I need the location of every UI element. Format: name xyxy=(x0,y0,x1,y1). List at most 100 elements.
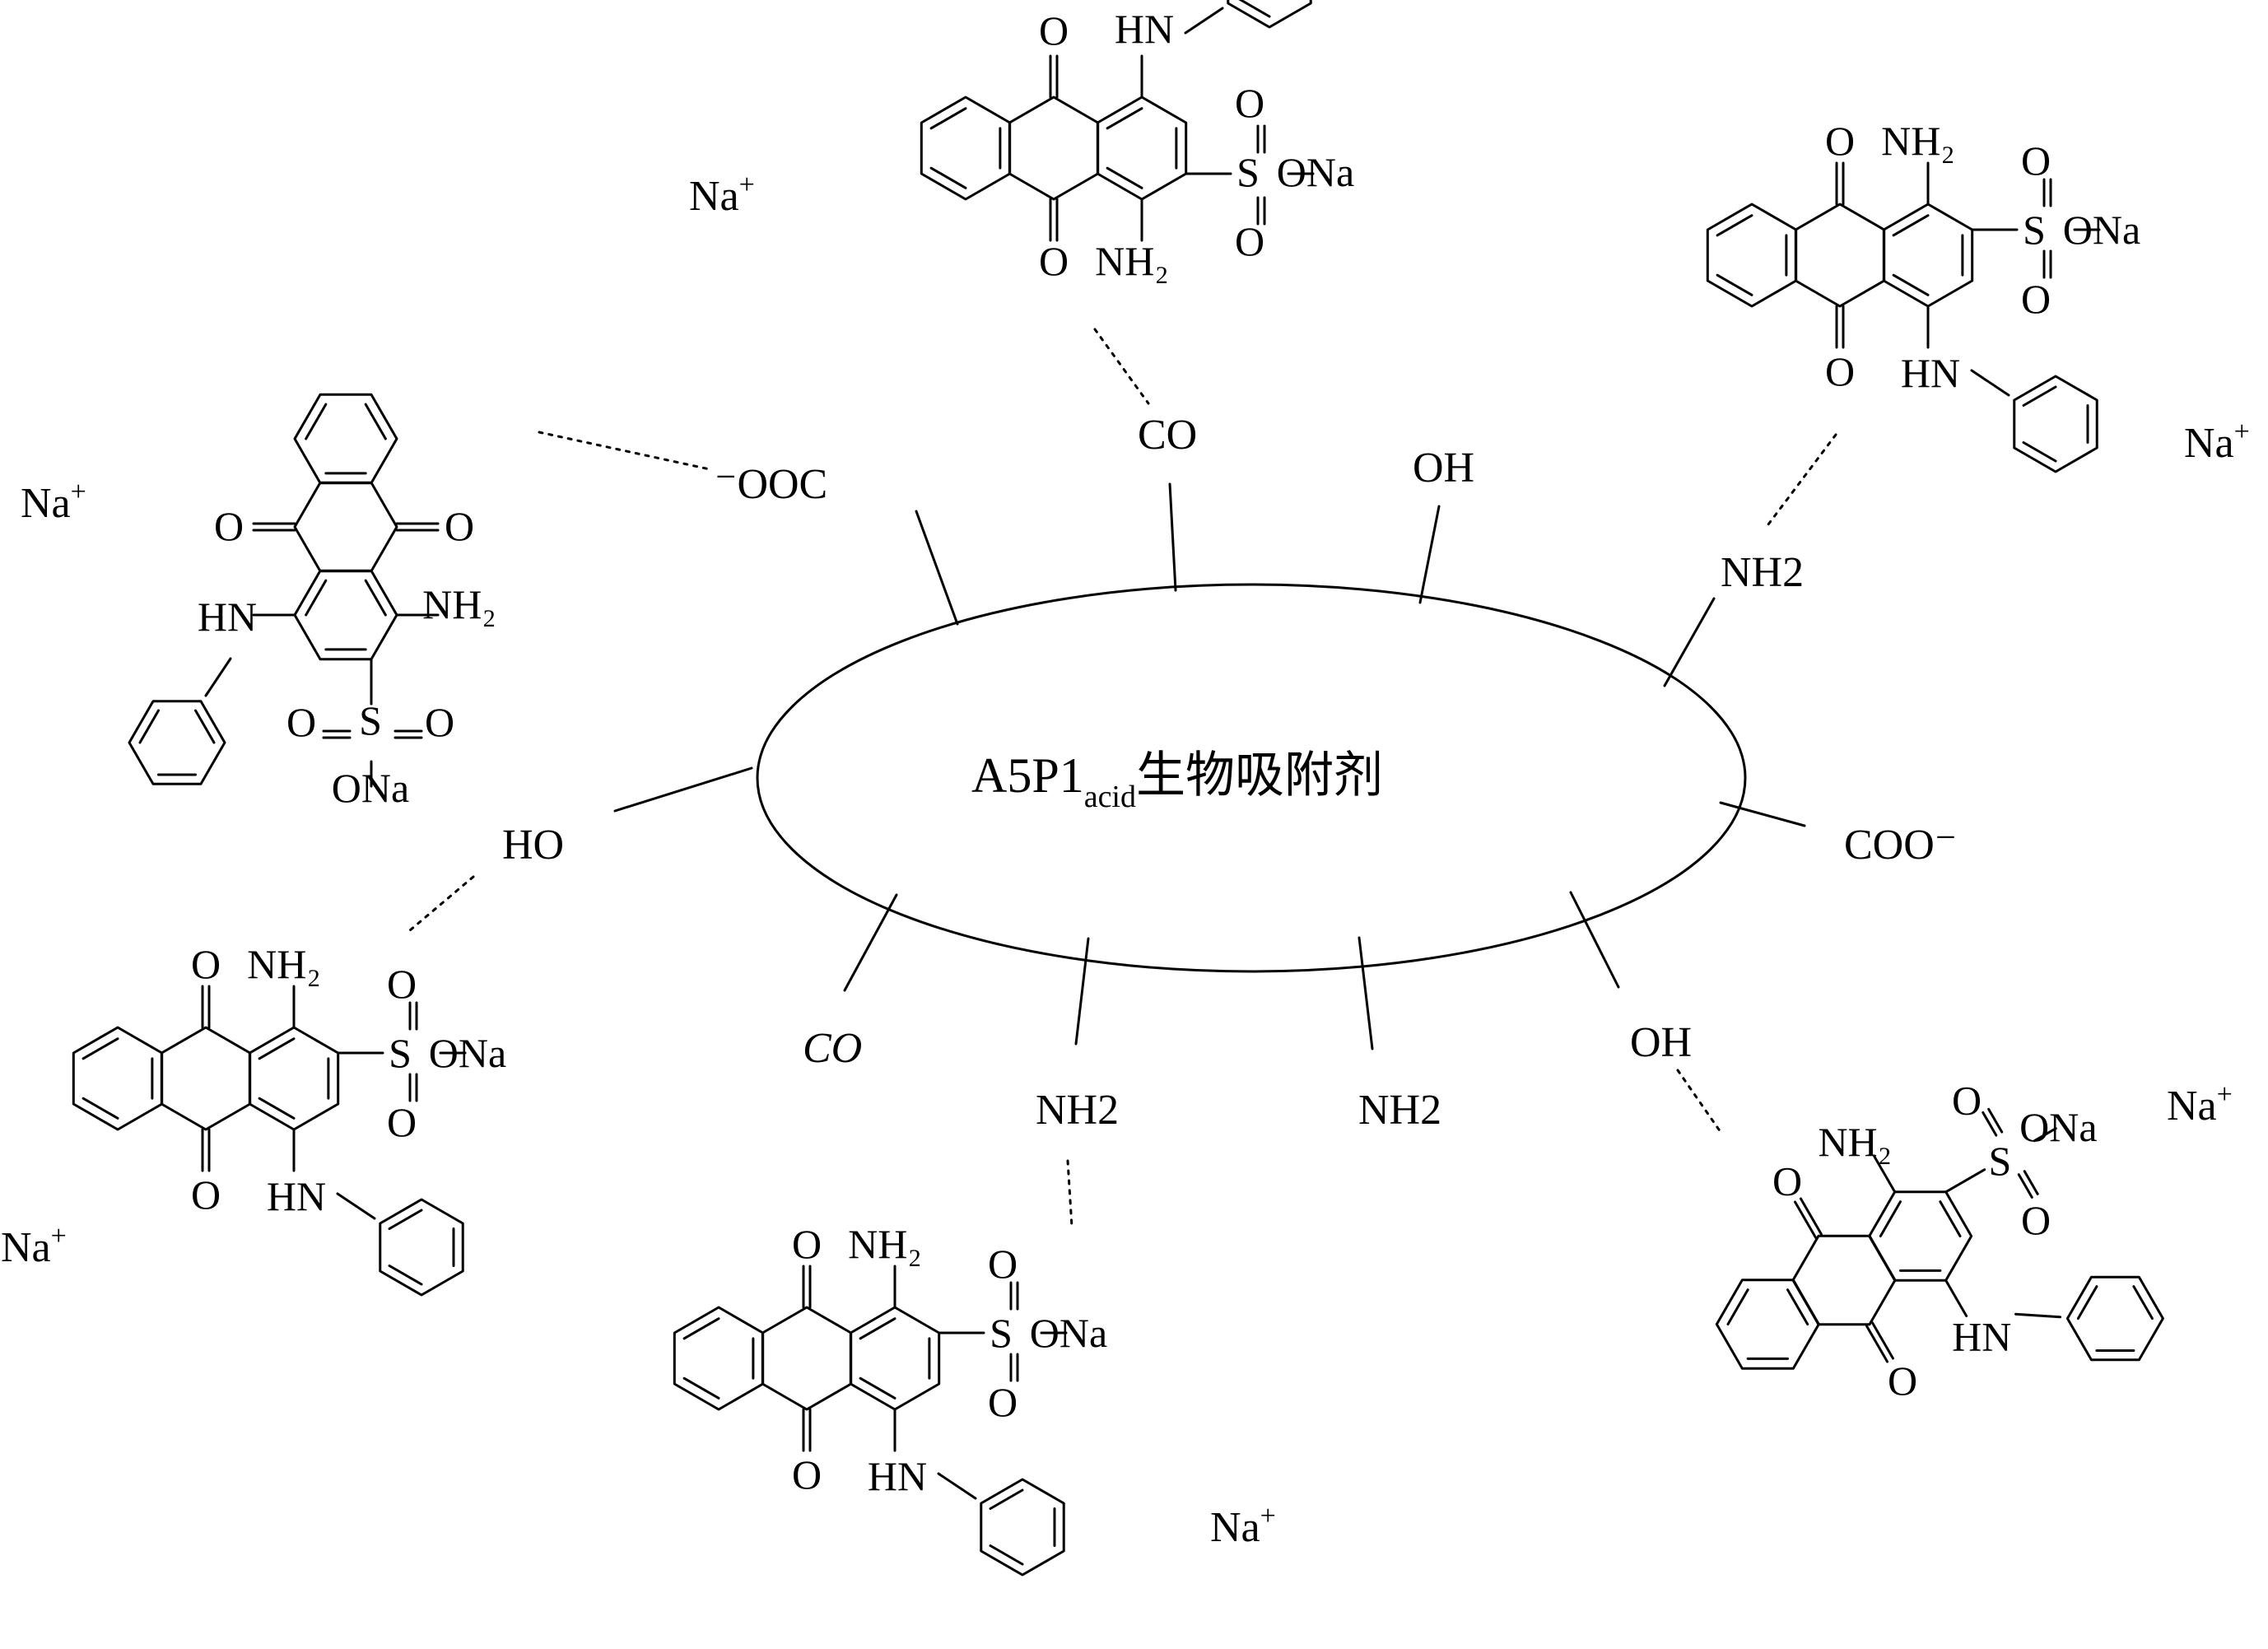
group-co-top: CO xyxy=(1138,412,1197,459)
double-bond xyxy=(1892,273,1930,296)
atom-label: NH₂ xyxy=(247,941,321,987)
atom-label: HN xyxy=(1952,1314,2011,1360)
double-bond xyxy=(859,1376,896,1400)
atom-label: O xyxy=(445,503,474,549)
ring-1 xyxy=(1791,1234,1897,1326)
atom-label: NH₂ xyxy=(848,1221,922,1267)
ring-1 xyxy=(1794,203,1886,308)
double-bond xyxy=(258,1097,296,1120)
atom-label: O xyxy=(2021,276,2051,322)
double-bond xyxy=(364,579,387,617)
hydrogen-bonds xyxy=(408,328,1837,1228)
atom-label: O xyxy=(1952,1077,1982,1123)
na-ion-6: Na+ xyxy=(1210,1501,1276,1551)
atom-label: ONa xyxy=(1277,149,1354,195)
ring-1 xyxy=(761,1306,853,1411)
ring-0 xyxy=(72,1026,164,1131)
atom-label: S xyxy=(990,1310,1013,1356)
functional-group-stems xyxy=(613,482,1806,1050)
atom-label: NH₂ xyxy=(1095,238,1169,284)
double-bond xyxy=(682,1376,720,1400)
atom-label: O xyxy=(2021,137,2051,184)
atom-label: HN xyxy=(198,594,257,640)
atom-label: O xyxy=(2021,1197,2051,1243)
atom-label: HN xyxy=(1901,350,1960,396)
double-bond xyxy=(1892,214,1930,237)
group-ho-left: HO xyxy=(502,822,564,869)
atom-label: O xyxy=(988,1379,1018,1425)
sodium-ions: Na+ Na+ Na+ Na+ Na+ Na+ xyxy=(1,170,2250,1551)
atom-label: ONa xyxy=(1030,1310,1107,1356)
atom-label: O xyxy=(387,961,417,1007)
double-bond xyxy=(81,1037,119,1060)
phenyl-ring xyxy=(2065,1275,2164,1362)
ring-2 xyxy=(1096,95,1188,201)
double-bond xyxy=(1939,1200,1962,1238)
group-ooc-top-left: ⁻OOC xyxy=(715,461,827,508)
ring-0 xyxy=(293,393,398,485)
atom-label: O xyxy=(988,1241,1018,1287)
ring-0 xyxy=(920,95,1012,201)
double-bond xyxy=(305,579,328,617)
atom-label: S xyxy=(389,1030,412,1076)
atom-label: HN xyxy=(1115,6,1174,52)
atom-label: O xyxy=(191,941,221,987)
atom-label: ONa xyxy=(429,1030,506,1076)
double-bond xyxy=(1746,1357,1790,1360)
atom-label: O xyxy=(286,699,316,745)
double-bond xyxy=(81,1097,119,1120)
group-oh-top: OH xyxy=(1413,445,1474,491)
double-bond xyxy=(859,1317,896,1340)
functional-group-labels: CO OH NH2 COO⁻ OH NH2 NH2 CO HO ⁻OOC xyxy=(502,412,1957,1134)
atom-label: HN xyxy=(267,1173,326,1219)
atom-label: S xyxy=(2023,207,2046,253)
atom-label: S xyxy=(359,697,382,743)
group-nh2-right: NH2 xyxy=(1721,549,1804,596)
ring-2 xyxy=(1882,203,1974,308)
biosorbent-ellipse xyxy=(756,583,1747,973)
atom-label: S xyxy=(1988,1138,2011,1184)
double-bond xyxy=(1726,1288,1749,1325)
double-bond xyxy=(1786,1288,1809,1325)
atom-label: ONa xyxy=(2063,207,2140,253)
phenyl-ring xyxy=(980,1478,1065,1577)
double-bond xyxy=(929,166,967,189)
ring-1 xyxy=(293,481,398,573)
na-ion-2: Na+ xyxy=(21,477,86,527)
ring-2 xyxy=(248,1026,340,1131)
double-bond xyxy=(305,403,328,440)
atom-label: NH₂ xyxy=(422,581,496,627)
atom-label: O xyxy=(792,1221,822,1267)
phenyl-ring xyxy=(128,700,226,785)
atom-label: O xyxy=(1039,238,1069,284)
na-ion-1: Na+ xyxy=(689,170,755,220)
atom-label: O xyxy=(425,699,454,745)
na-ion-5: Na+ xyxy=(1,1221,67,1271)
atom-label: O xyxy=(214,503,244,549)
double-bond xyxy=(258,1037,296,1060)
group-coo-right: COO⁻ xyxy=(1844,822,1957,869)
ring-1 xyxy=(160,1026,252,1131)
ring-2 xyxy=(849,1306,941,1411)
double-bond xyxy=(1106,166,1143,189)
atom-label: O xyxy=(1235,218,1264,264)
group-nh2-bottom-left: NH2 xyxy=(1036,1087,1119,1134)
atom-label: NH₂ xyxy=(1881,118,1955,164)
ring-1 xyxy=(1008,95,1100,201)
atom-label: O xyxy=(792,1451,822,1498)
atom-label: NH₂ xyxy=(1818,1119,1892,1165)
atom-label: O xyxy=(387,1099,417,1145)
ring-0 xyxy=(1706,203,1798,308)
atom-label: O xyxy=(1235,80,1264,126)
phenyl-ring xyxy=(1227,0,1312,29)
double-bond xyxy=(1106,107,1143,130)
atom-label: ONa xyxy=(2019,1104,2097,1150)
double-bond xyxy=(1879,1200,1902,1238)
